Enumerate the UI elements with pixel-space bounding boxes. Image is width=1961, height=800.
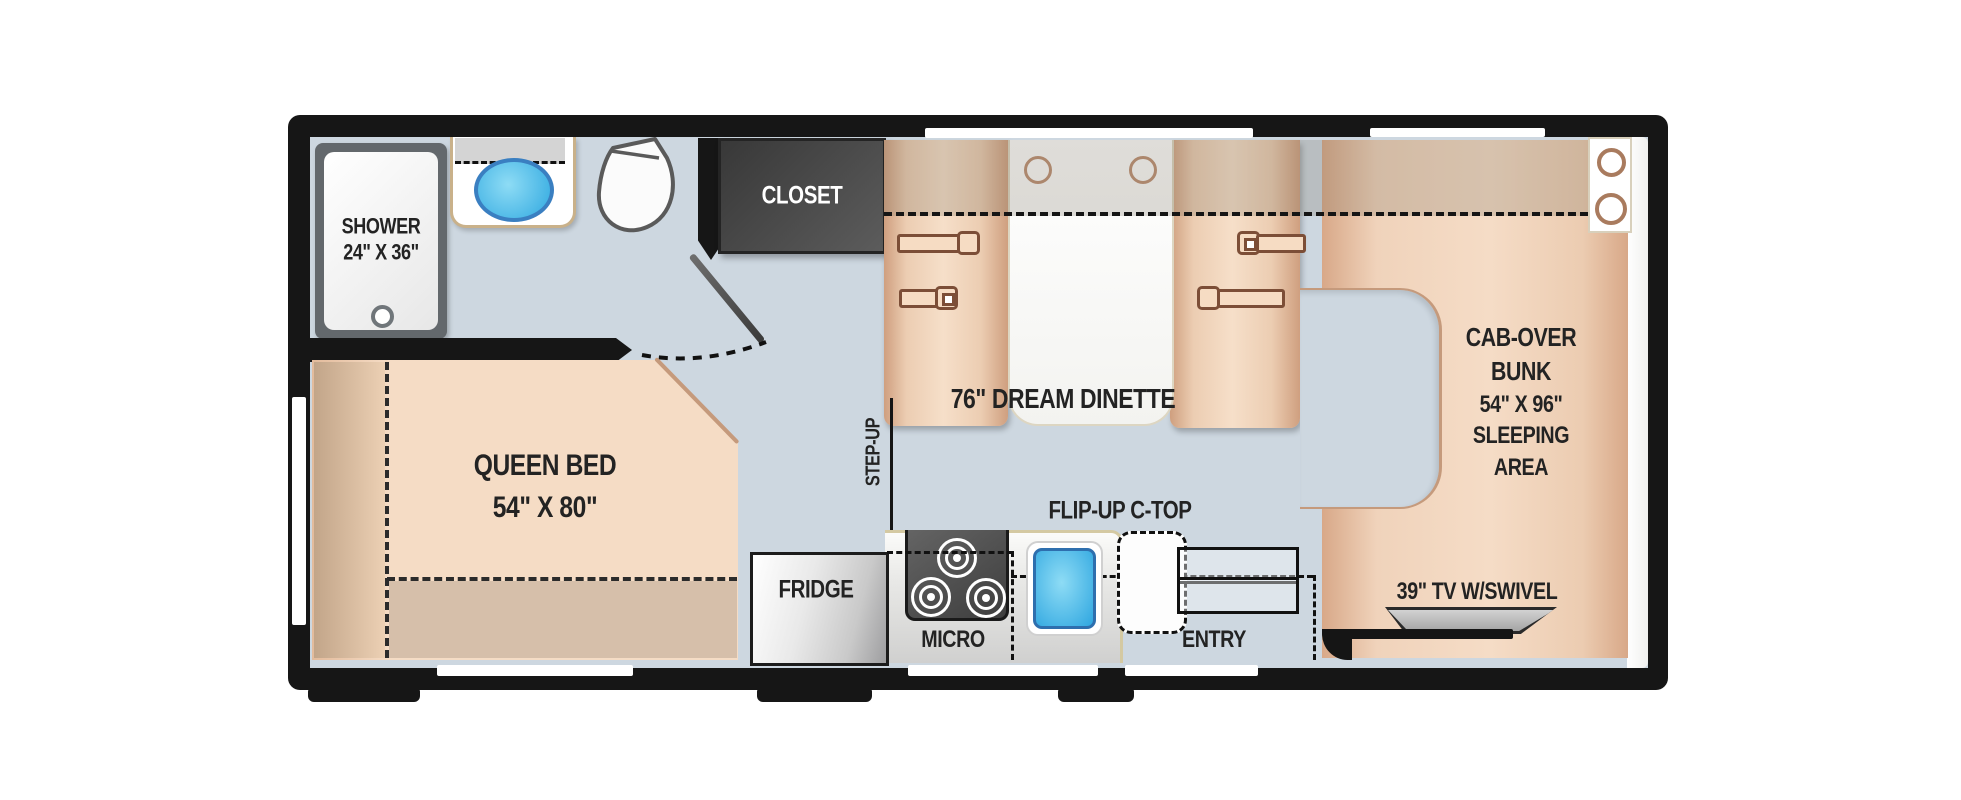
table-mount-icon	[1129, 156, 1157, 184]
micro-label: MICRO	[921, 626, 985, 653]
bathroom-wall	[310, 338, 632, 362]
step-up-label: STEP-UP	[862, 417, 885, 487]
cab-over-label: CAB-OVER BUNK 54" X 96" SLEEPING AREA	[1465, 322, 1577, 482]
wheel-bump	[757, 686, 872, 702]
overhead-dash	[887, 551, 1013, 554]
step-up-line	[890, 398, 893, 554]
bed-side-strip	[314, 362, 385, 658]
flip-up-countertop	[1117, 531, 1187, 634]
grab-ring-icon	[1597, 148, 1626, 177]
shower	[315, 143, 447, 339]
fridge	[750, 552, 889, 666]
entry-label: ENTRY	[1182, 626, 1246, 653]
fridge-label: FRIDGE	[778, 575, 854, 604]
window-top-cab	[1370, 128, 1545, 137]
dinette-bench-left	[884, 140, 1008, 426]
toilet-icon	[596, 137, 675, 233]
tv-mount-bar	[1327, 629, 1513, 639]
overhead-cabinet-zone	[884, 140, 1588, 216]
cab-walkway-notch	[1300, 288, 1442, 509]
closet: CLOSET	[718, 138, 886, 254]
seatbelt-icon	[897, 234, 963, 253]
tv-label: 39" TV W/SWIVEL	[1396, 578, 1558, 605]
dinette-label: 76" DREAM DINETTE	[950, 383, 1176, 414]
bathroom-sink-icon	[474, 158, 554, 222]
shower-pan	[324, 152, 438, 330]
wheel-bump	[1058, 686, 1134, 702]
flip-up-ctop-label: FLIP-UP C-TOP	[1048, 496, 1192, 525]
queen-bed-label: QUEEN BED 54" X 80"	[473, 449, 617, 524]
overhead-dash	[1313, 575, 1316, 660]
seatbelt-buckle-icon	[935, 286, 958, 310]
closet-label: CLOSET	[761, 181, 843, 210]
wheel-bump	[308, 686, 420, 702]
entry-step	[1177, 577, 1299, 614]
seatbelt-buckle-icon	[957, 231, 980, 255]
grab-ring-icon	[1595, 193, 1627, 225]
seatbelt-buckle-icon	[1237, 231, 1260, 255]
shower-drain-icon	[371, 305, 394, 328]
overhead-dash	[1011, 551, 1014, 660]
bed-dashed-line	[387, 577, 737, 581]
window-left	[292, 397, 306, 625]
bed-foot-zone	[389, 581, 737, 658]
bed-dashed-line	[385, 362, 389, 658]
dinette-table	[1008, 140, 1174, 426]
seatbelt-icon	[1256, 234, 1306, 253]
table-mount-icon	[1024, 156, 1052, 184]
window-bottom-bedroom	[437, 665, 633, 676]
kitchen-sink-icon	[1026, 541, 1103, 636]
entry-door-strip	[1125, 665, 1258, 676]
seatbelt-icon	[1217, 289, 1285, 308]
windshield-strip	[1627, 137, 1648, 668]
window-top-dinette	[925, 128, 1253, 138]
dinette-bench-right	[1170, 140, 1300, 428]
cooktop-icon	[905, 530, 1009, 621]
window-bottom-kitchen	[908, 665, 1098, 676]
